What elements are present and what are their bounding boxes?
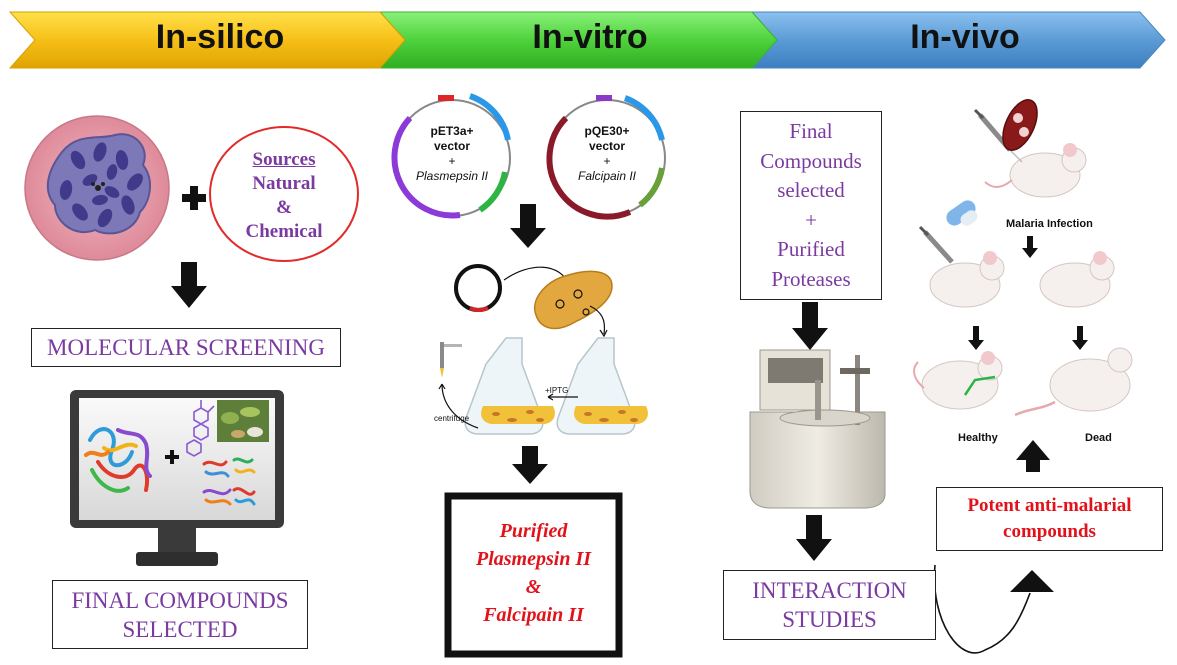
lab-instrument-icon bbox=[749, 349, 886, 509]
plant-photo-icon bbox=[217, 400, 269, 442]
plasmid-pet3a-vector: vector bbox=[433, 139, 471, 153]
mouse-icon bbox=[1014, 347, 1133, 417]
flask-icon bbox=[464, 337, 555, 435]
sources-title: Sources bbox=[252, 149, 316, 170]
iptg-label: +IPTG bbox=[545, 386, 569, 395]
bacterium-icon bbox=[533, 270, 613, 338]
mouse-icon bbox=[929, 251, 1005, 308]
final-compounds-line2: SELECTED bbox=[122, 616, 238, 642]
interaction-line2: STUDIES bbox=[782, 607, 877, 632]
centrifuge-arrow bbox=[438, 383, 479, 429]
compounds-line2: Compounds bbox=[760, 148, 862, 173]
sources-chemical: Chemical bbox=[245, 221, 323, 242]
pipette-icon bbox=[440, 342, 462, 378]
purified-box-frame bbox=[444, 492, 623, 658]
down-arrow-icon bbox=[1022, 236, 1038, 258]
silico-chevron bbox=[8, 11, 406, 69]
malaria-infection-label: Malaria Infection bbox=[1006, 218, 1093, 230]
molecular-screening-box: MOLECULAR SCREENING bbox=[31, 328, 341, 367]
final-compounds-line1: FINAL COMPOUNDS bbox=[71, 587, 289, 613]
down-arrow-icon bbox=[1072, 326, 1088, 350]
compounds-line3: selected bbox=[777, 178, 845, 202]
compounds-line4: + bbox=[805, 207, 817, 232]
plasmid-pet3a-icon bbox=[391, 93, 511, 219]
sources-amp: & bbox=[276, 197, 292, 218]
compounds-line1: Final bbox=[789, 119, 833, 143]
purified-enzymes-label: Purified Plasmepsin II & Falcipain II bbox=[452, 517, 615, 629]
protein-structure-icon bbox=[84, 427, 152, 493]
plasmid-pqe30-gene: Falcipain II bbox=[577, 169, 637, 183]
down-arrow-icon bbox=[968, 326, 984, 350]
final-compounds-box: FINAL COMPOUNDS SELECTED bbox=[52, 580, 308, 649]
interaction-line1: INTERACTION bbox=[752, 578, 907, 603]
mouse-icon bbox=[1039, 251, 1115, 308]
stage-title-vivo: In-vivo bbox=[910, 18, 1020, 56]
iptg-arrow bbox=[547, 393, 578, 401]
down-arrow-icon bbox=[510, 204, 546, 248]
stage-title-vitro: In-vitro bbox=[532, 18, 648, 56]
curved-connector bbox=[933, 564, 1031, 654]
syringe-icon bbox=[918, 225, 954, 264]
down-arrow-icon bbox=[171, 262, 207, 308]
potent-compounds-box: Potent anti-malarial compounds bbox=[936, 487, 1163, 551]
sources-label: Sources Natural & Chemical bbox=[222, 148, 346, 244]
potent-line2: compounds bbox=[1003, 521, 1096, 542]
up-arrow-icon bbox=[1010, 570, 1054, 592]
plus-icon bbox=[165, 450, 179, 464]
purified-line2: Plasmepsin II bbox=[475, 548, 592, 570]
plasmid-pet3a-name: pET3a+ bbox=[430, 124, 474, 138]
healthy-label: Healthy bbox=[958, 432, 998, 444]
plasmid-pet3a-label: pET3a+ vector + Plasmepsin II bbox=[402, 124, 502, 184]
plasmid-pet3a-gene: Plasmepsin II bbox=[415, 169, 489, 183]
pill-icon bbox=[946, 200, 978, 226]
flask-icon bbox=[556, 337, 648, 435]
up-arrow-icon bbox=[1016, 440, 1050, 472]
purified-line3: & bbox=[525, 576, 542, 598]
centrifuge-label: centrifuge bbox=[434, 414, 470, 423]
purified-line4: Falcipain II bbox=[483, 604, 584, 626]
potent-line1: Potent anti-malarial bbox=[967, 495, 1132, 516]
mouse-icon bbox=[984, 143, 1087, 198]
down-arrow-icon bbox=[796, 515, 832, 561]
molecular-screening-label: MOLECULAR SCREENING bbox=[47, 334, 325, 360]
down-arrow-icon bbox=[792, 302, 828, 350]
down-arrow-icon bbox=[512, 446, 548, 484]
infected-cell-icon bbox=[24, 115, 170, 261]
compounds-proteases-box: Final Compounds selected + Purified Prot… bbox=[740, 111, 882, 300]
plasmid-pqe30-name: pQE30+ bbox=[584, 124, 630, 138]
plasmid-pqe30-vector: vector bbox=[588, 139, 626, 153]
infected-rbc-icon bbox=[1002, 99, 1038, 151]
purified-line1: Purified bbox=[499, 520, 568, 542]
stage-title-silico: In-silico bbox=[155, 18, 285, 56]
mouse-icon bbox=[913, 351, 1003, 410]
dead-label: Dead bbox=[1085, 432, 1112, 444]
plasmid-pqe30-icon bbox=[546, 95, 666, 220]
sources-circle bbox=[209, 126, 359, 262]
sources-natural: Natural bbox=[252, 173, 316, 194]
interaction-studies-box: INTERACTION STUDIES bbox=[723, 570, 936, 640]
plasmid-pqe30-plus: + bbox=[603, 154, 611, 168]
plasmid-pet3a-plus: + bbox=[448, 154, 456, 168]
protein-structure-icon bbox=[202, 457, 256, 506]
compounds-line5: Purified bbox=[777, 237, 845, 261]
compounds-line6: Proteases bbox=[771, 266, 851, 291]
plus-icon bbox=[182, 186, 206, 210]
plasmid-pqe30-label: pQE30+ vector + Falcipain II bbox=[557, 124, 657, 184]
molecule-icon bbox=[186, 400, 215, 457]
